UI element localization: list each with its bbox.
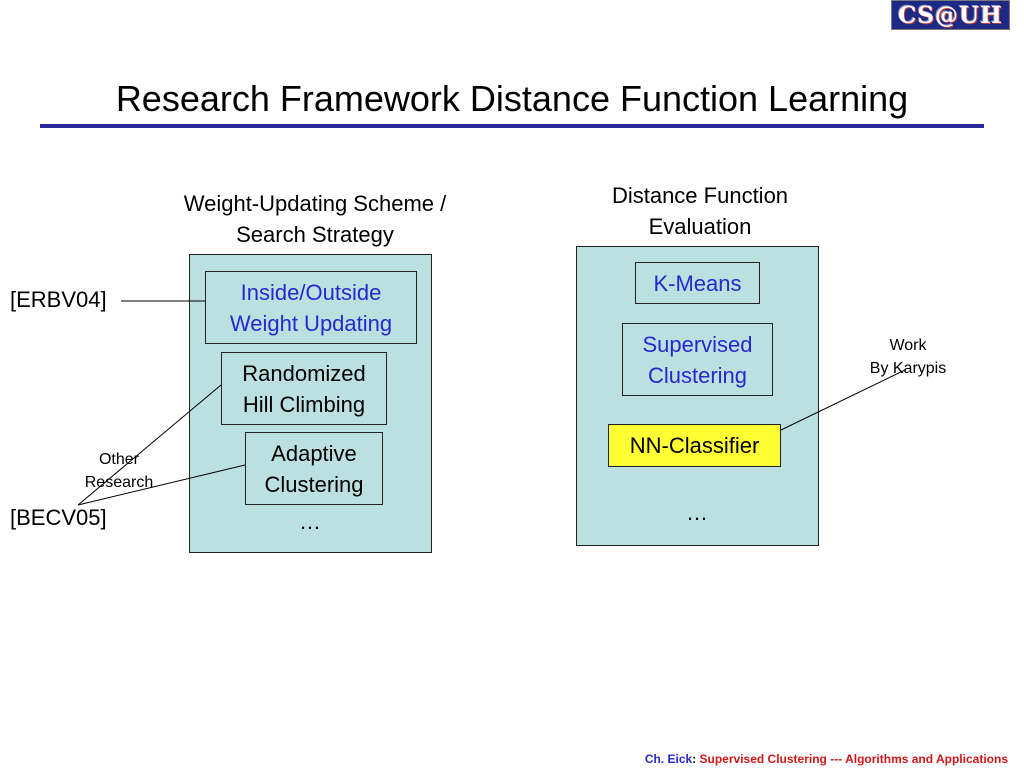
item-line1: Randomized bbox=[242, 360, 366, 386]
left-heading-line1: Weight-Updating Scheme / bbox=[183, 191, 447, 216]
item-line2: Hill Climbing bbox=[242, 391, 366, 417]
adaptive-clustering-box: Adaptive Clustering bbox=[245, 432, 383, 505]
footer-author: Ch. Eick bbox=[644, 752, 693, 766]
footer: Ch. Eick: Supervised Clustering --- Algo… bbox=[645, 752, 1008, 766]
inside-outside-weight-updating-box: Inside/Outside Weight Updating bbox=[205, 271, 417, 344]
item-line1: NN-Classifier bbox=[629, 433, 760, 458]
work-by-karypis-line2: By Karypis bbox=[869, 360, 947, 377]
item-line1: Inside/Outside bbox=[240, 279, 382, 305]
cs-uh-logo: CS@UH bbox=[891, 0, 1010, 30]
left-heading-line2: Search Strategy bbox=[236, 222, 394, 247]
work-by-karypis-label: Work By Karypis bbox=[852, 334, 964, 380]
supervised-clustering-box: Supervised Clustering bbox=[622, 323, 773, 396]
erbv04-reference: [ERBV04] bbox=[10, 287, 107, 312]
randomized-hill-climbing-box: Randomized Hill Climbing bbox=[221, 352, 387, 425]
footer-title: Supervised Clustering --- Algorithms and… bbox=[699, 752, 1008, 766]
other-research-line1: Other bbox=[98, 451, 139, 468]
becv05-reference: [BECV05] bbox=[10, 505, 107, 530]
right-panel bbox=[576, 246, 819, 546]
right-ellipsis: … bbox=[686, 500, 708, 525]
right-heading: Distance Function Evaluation bbox=[560, 180, 840, 242]
k-means-box: K-Means bbox=[635, 262, 760, 304]
item-line2: Clustering bbox=[647, 362, 748, 388]
item-line1: Supervised bbox=[642, 331, 753, 357]
logo-text: CS@UH bbox=[898, 1, 1003, 29]
item-line1: Adaptive bbox=[271, 440, 357, 466]
right-heading-line1: Distance Function bbox=[611, 183, 789, 208]
right-heading-line2: Evaluation bbox=[648, 214, 752, 239]
nn-classifier-box: NN-Classifier bbox=[608, 424, 781, 467]
other-research-line2: Research bbox=[84, 474, 154, 491]
item-line2: Clustering bbox=[264, 471, 364, 497]
work-by-karypis-line1: Work bbox=[889, 337, 927, 354]
slide-title: Research Framework Distance Function Lea… bbox=[115, 78, 909, 119]
other-research-label: Other Research bbox=[66, 448, 172, 494]
footer-separator: : bbox=[692, 752, 700, 766]
item-line2: Weight Updating bbox=[229, 310, 393, 336]
left-heading: Weight-Updating Scheme / Search Strategy bbox=[150, 188, 480, 250]
item-line1: K-Means bbox=[653, 270, 742, 296]
left-ellipsis: … bbox=[299, 509, 321, 534]
title-underline bbox=[40, 124, 984, 128]
